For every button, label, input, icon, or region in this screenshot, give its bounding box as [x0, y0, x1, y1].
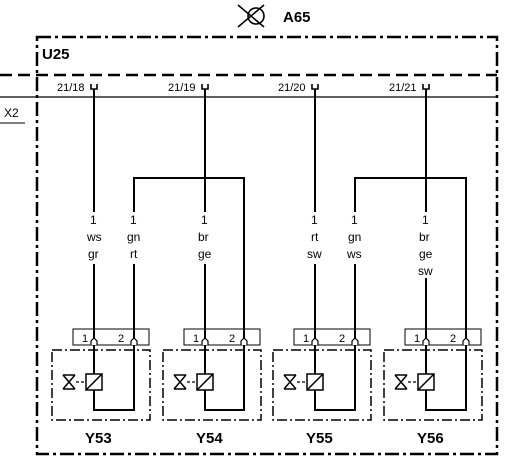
pin-terminal-icon — [462, 337, 470, 345]
valve-enclosure — [272, 349, 372, 421]
solenoid-valve-symbols — [62, 345, 467, 411]
wire-color: sw — [418, 264, 433, 278]
valve-enclosure — [383, 349, 483, 421]
valve-label: Y56 — [417, 430, 444, 447]
wire-color: br — [198, 230, 209, 244]
pin-terminal-icon — [130, 337, 138, 345]
wire-color: gn — [127, 230, 140, 244]
valve-pin-label: 2 — [339, 333, 345, 345]
valve-pin-labels: 1 2 1 2 1 2 1 2 — [82, 333, 456, 345]
pin-label: 21/18 — [57, 82, 85, 94]
wire-color: sw — [307, 247, 322, 261]
pin-connector-icon — [90, 84, 98, 90]
wire-color: rt — [311, 230, 319, 244]
antenna-symbol-icon — [237, 4, 265, 28]
pin-label: 21/21 — [389, 82, 417, 94]
module-label: A65 — [283, 9, 311, 26]
pin-connector-icon — [201, 84, 209, 90]
jumper-wire — [354, 177, 467, 345]
valve-pin-terminals — [90, 337, 470, 345]
valve-pin-label: 1 — [193, 333, 199, 345]
pin-label: 21/20 — [278, 82, 306, 94]
wire-number: 1 — [130, 213, 137, 227]
pin-terminal-icon — [311, 337, 319, 345]
pin-terminal-icon — [90, 337, 98, 345]
valve-pin-label: 2 — [229, 333, 235, 345]
valve-pin-label: 2 — [450, 333, 456, 345]
pin-connector-icon — [311, 84, 319, 90]
valve-connectors — [72, 328, 482, 346]
wire-color: gn — [348, 230, 361, 244]
wire-color: ge — [419, 247, 433, 261]
wire-number: 1 — [351, 213, 358, 227]
wire-color: gr — [88, 247, 99, 261]
wire-color: br — [419, 230, 430, 244]
valve-pin-label: 1 — [303, 333, 309, 345]
solenoid-valve-icon — [173, 345, 245, 411]
wire-color: rt — [130, 247, 138, 261]
valve-connector — [404, 328, 482, 346]
pin-terminal-icon — [422, 337, 430, 345]
pin-connector-symbols — [90, 84, 430, 90]
valve-label: Y53 — [85, 430, 112, 447]
connector-label: X2 — [4, 106, 19, 120]
pin-terminal-icon — [201, 337, 209, 345]
valve-pin-label: 1 — [414, 333, 420, 345]
pin-label: 21/19 — [168, 82, 196, 94]
jumper-wire — [133, 177, 245, 345]
valve-pin-label: 2 — [118, 333, 124, 345]
valve-connector — [293, 328, 371, 346]
wire-number: 1 — [422, 213, 429, 227]
pin-connector-icon — [422, 84, 430, 90]
wire-number: 1 — [311, 213, 318, 227]
pin-terminal-icon — [240, 337, 248, 345]
wire-number: 1 — [90, 213, 97, 227]
wire-labels: 1 ws gr 1 gn rt 1 br ge 1 rt sw 1 gn ws … — [86, 213, 433, 278]
unit-boundary — [35, 35, 499, 456]
valve-label: Y54 — [196, 430, 223, 447]
valve-connector — [72, 328, 150, 346]
wire-color: ge — [198, 247, 212, 261]
valve-enclosures — [51, 349, 483, 421]
valve-label: Y55 — [306, 430, 333, 447]
solenoid-valve-icon — [283, 345, 356, 411]
valve-pin-label: 1 — [82, 333, 88, 345]
valve-enclosure — [51, 349, 151, 421]
wire-color: ws — [86, 230, 102, 244]
unit-label: U25 — [42, 46, 70, 63]
wire-number: 1 — [201, 213, 208, 227]
valve-connector — [183, 328, 261, 346]
solenoid-valve-icon — [62, 345, 135, 411]
wires — [93, 89, 467, 345]
solenoid-valve-icon — [394, 345, 467, 411]
valve-enclosure — [162, 349, 262, 421]
pin-terminal-icon — [351, 337, 359, 345]
wire-color: ws — [346, 247, 362, 261]
